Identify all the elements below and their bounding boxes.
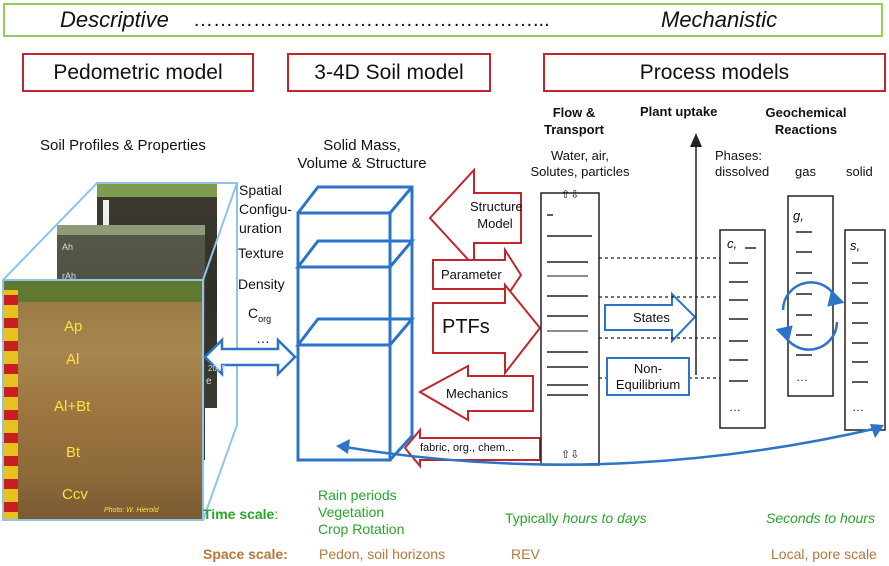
dissolved-column bbox=[719, 229, 766, 429]
curved-link-arrow bbox=[336, 424, 884, 466]
ptfs-label: PTFs bbox=[442, 316, 490, 338]
space-scale-mid: REV bbox=[511, 546, 540, 562]
soil-profiles-title: Soil Profiles & Properties bbox=[40, 137, 206, 154]
fabric-label: fabric, org., chem... bbox=[420, 442, 515, 454]
soil-photo-front bbox=[3, 280, 203, 520]
solid-mass-title: Solid Mass, Volume & Structure bbox=[297, 137, 427, 172]
non-equilibrium-box: Non- Equilibrium bbox=[606, 357, 690, 396]
dissolved-dots: … bbox=[729, 400, 741, 414]
states-arrow bbox=[604, 291, 697, 344]
photo-letter: e bbox=[206, 376, 212, 387]
time-scale-label: Time scale: bbox=[203, 506, 279, 522]
horizon-al: Al bbox=[66, 351, 80, 368]
flow-transport-heading: Flow & Transport bbox=[544, 105, 604, 137]
horizon-ah: Ah bbox=[62, 242, 74, 252]
solid-dots: … bbox=[852, 400, 864, 414]
space-scale-label: Space scale: bbox=[203, 546, 288, 562]
time-scale-left: Rain periods Vegetation Crop Rotation bbox=[318, 487, 405, 537]
geochemical-heading: Geochemical Reactions bbox=[765, 105, 847, 137]
time-scale-right: Seconds to hours bbox=[766, 510, 875, 526]
horizon-bt: Bt bbox=[66, 444, 81, 461]
process-models-header: Process models bbox=[543, 53, 886, 92]
fabric-arrow bbox=[403, 427, 541, 469]
g-variable: g, bbox=[793, 208, 804, 223]
spatial-configuration-label: Spatial Configu- uration bbox=[239, 182, 292, 236]
horizon-rah: rAh bbox=[62, 271, 77, 281]
flow-bottom-updown-icon: ⇧⇩ bbox=[561, 449, 580, 461]
photo-credit: Photo: W. Hierold bbox=[104, 507, 159, 514]
solid-column bbox=[844, 229, 886, 431]
plant-uptake-heading: Plant uptake bbox=[640, 104, 718, 119]
flow-top-updown-icon: ⇧⇩ bbox=[561, 189, 580, 201]
space-scale-left: Pedon, soil horizons bbox=[319, 546, 446, 562]
horizon-ap: Ap bbox=[64, 318, 83, 335]
scale-banner: Descriptive ……………………………………………... Mechani… bbox=[3, 3, 883, 37]
density-label: Density bbox=[238, 276, 285, 292]
corg-label: Corg bbox=[248, 305, 272, 324]
solid-label: solid bbox=[846, 164, 873, 179]
descriptive-label: Descriptive bbox=[60, 7, 169, 32]
time-scale-mid: Typically hours to days bbox=[505, 510, 647, 526]
soil-volume-cube bbox=[294, 185, 416, 462]
s-variable: s, bbox=[850, 238, 861, 253]
plant-uptake-arrow bbox=[690, 133, 702, 375]
link-double-arrow bbox=[203, 336, 297, 378]
profile-prism bbox=[2, 182, 238, 521]
states-label: States bbox=[633, 310, 670, 325]
soil-model-header: 3-4D Soil model bbox=[287, 53, 491, 92]
phases-label: Phases: dissolved bbox=[715, 148, 770, 179]
middle-ellipsis: … bbox=[256, 330, 270, 346]
gas-column bbox=[787, 195, 834, 397]
horizon-ccv: Ccv bbox=[62, 486, 88, 503]
mechanics-label: Mechanics bbox=[446, 386, 509, 401]
structure-model-label: Structure Model bbox=[470, 199, 523, 231]
texture-label: Texture bbox=[238, 245, 284, 261]
parameter-label: Parameter bbox=[441, 267, 502, 282]
ptfs-arrow bbox=[432, 282, 542, 376]
gas-dots: … bbox=[796, 370, 808, 384]
parameter-arrow bbox=[432, 246, 523, 303]
horizon-al-bt: Al+Bt bbox=[54, 398, 91, 415]
mechanistic-label: Mechanistic bbox=[661, 7, 778, 32]
banner-dots: ……………………………………………... bbox=[193, 9, 550, 31]
flow-column bbox=[540, 192, 600, 466]
water-air-label: Water, air, Solutes, particles bbox=[530, 148, 630, 179]
mechanics-arrow bbox=[417, 364, 534, 422]
space-scale-right: Local, pore scale bbox=[771, 546, 877, 562]
gas-label: gas bbox=[795, 164, 816, 179]
c-variable: c, bbox=[727, 236, 738, 251]
exchange-cycle-icon bbox=[775, 281, 845, 351]
photo-number: 2005 bbox=[208, 364, 226, 373]
pedometric-model-header: Pedometric model bbox=[22, 53, 254, 92]
